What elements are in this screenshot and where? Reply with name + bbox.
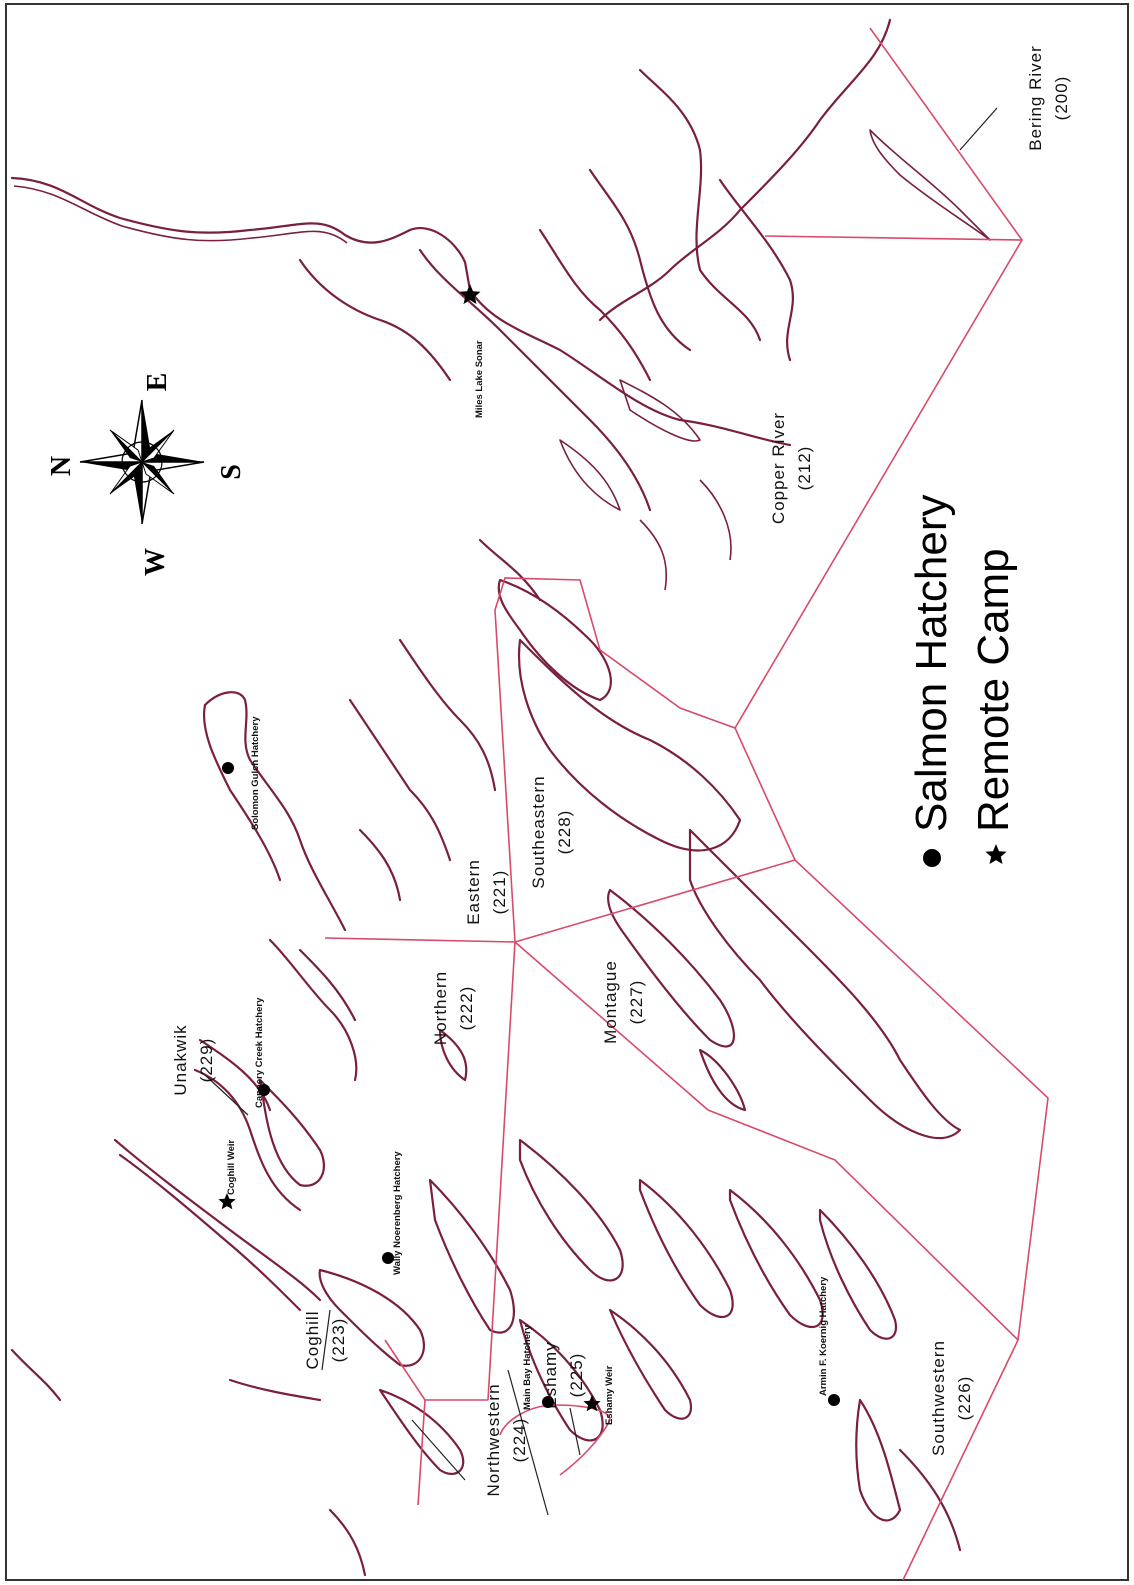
sites: Solomon Gulch Hatchery Cannery Creek Hat… — [218, 284, 840, 1425]
site-label-cannery: Cannery Creek Hatchery — [254, 997, 265, 1108]
district-label-copper-river: Copper River (212) — [769, 412, 814, 524]
district-name: Unakwik — [171, 1024, 190, 1095]
district-name: Bering River — [1026, 45, 1045, 151]
site-label-main-bay: Main Bay Hatchery — [522, 1324, 533, 1410]
district-name: Coghill — [303, 1311, 322, 1370]
district-code: (226) — [955, 1376, 974, 1421]
site-label-wally: Wally Noerenberg Hatchery — [392, 1151, 403, 1275]
hatchery-marker-icon — [828, 1394, 840, 1406]
district-code: (222) — [457, 986, 476, 1031]
district-code: (225) — [567, 1353, 586, 1398]
camp-marker-star-icon — [218, 1193, 236, 1210]
district-label-southeastern: Southeastern (228) — [529, 775, 574, 888]
site-label-koenig: Armin F. Koernig Hatchery — [818, 1276, 829, 1396]
district-label-unakwik: Unakwik (229) — [171, 1024, 216, 1095]
district-label-northwestern: Northwestern (224) — [484, 1383, 529, 1496]
district-labels: Coghill (223) Unakwik (229) Northern (22… — [171, 45, 1071, 1496]
bering-leader — [959, 107, 998, 151]
district-code: (212) — [795, 446, 814, 491]
compass-w: W — [140, 548, 171, 576]
eshamy-leader — [569, 1407, 581, 1456]
compass-s: S — [216, 464, 247, 480]
northwestern-leader-2 — [507, 1369, 549, 1516]
compass-labels: N E S W — [46, 373, 247, 576]
district-code: (221) — [490, 870, 509, 915]
district-label-coghill: Coghill (223) — [303, 1311, 348, 1370]
site-label-eshamy-weir: Eshamy Weir — [604, 1365, 615, 1425]
circle-icon — [923, 849, 941, 867]
northwestern-leader-1 — [411, 1419, 466, 1481]
leader-lines — [204, 107, 998, 1516]
district-name: Copper River — [769, 412, 788, 524]
camp-marker-star-icon — [583, 1395, 601, 1412]
camp-marker-star-icon — [459, 284, 481, 304]
district-code: (224) — [510, 1418, 529, 1463]
legend: Salmon Hatchery Remote Camp — [907, 495, 1018, 867]
map-frame — [5, 3, 1129, 1581]
district-name: Eshamy — [541, 1341, 560, 1408]
hatchery-marker-icon — [258, 1084, 270, 1096]
district-code: (229) — [197, 1038, 216, 1083]
district-label-eshamy: Eshamy (225) — [541, 1341, 586, 1408]
site-label-solomon: Solomon Gulch Hatchery — [250, 716, 261, 830]
district-name: Montague — [601, 960, 620, 1044]
district-code: (223) — [329, 1318, 348, 1363]
legend-label-camp: Remote Camp — [969, 548, 1018, 832]
compass-rose — [79, 399, 205, 525]
district-name: Southwestern — [929, 1340, 948, 1456]
site-label-coghill-weir: Coghill Weir — [226, 1139, 237, 1195]
hatchery-marker-icon — [222, 762, 234, 774]
district-label-southwestern: Southwestern (226) — [929, 1340, 974, 1456]
coghill-leader — [321, 1309, 331, 1371]
district-label-northern: Northern (222) — [431, 971, 476, 1045]
coastline — [10, 18, 991, 1577]
district-name: Southeastern — [529, 775, 548, 888]
compass-e: E — [142, 373, 173, 392]
unakwik-leader — [204, 1074, 249, 1116]
star-icon — [985, 844, 1007, 864]
district-label-bering-river: Bering River (200) — [1026, 45, 1071, 151]
district-name: Eastern — [464, 859, 483, 925]
district-code: (200) — [1052, 76, 1071, 121]
district-code: (227) — [627, 980, 646, 1025]
site-label-miles: Miles Lake Sonar — [474, 340, 485, 418]
district-name: Northwestern — [484, 1383, 503, 1496]
compass-n: N — [46, 456, 77, 476]
hatchery-marker-icon — [542, 1396, 554, 1408]
hatchery-marker-icon — [382, 1252, 394, 1264]
district-code: (228) — [555, 810, 574, 855]
district-name: Northern — [431, 971, 450, 1045]
district-label-eastern: Eastern (221) — [464, 859, 509, 925]
legend-label-hatchery: Salmon Hatchery — [907, 495, 956, 832]
district-label-montague: Montague (227) — [601, 960, 646, 1044]
